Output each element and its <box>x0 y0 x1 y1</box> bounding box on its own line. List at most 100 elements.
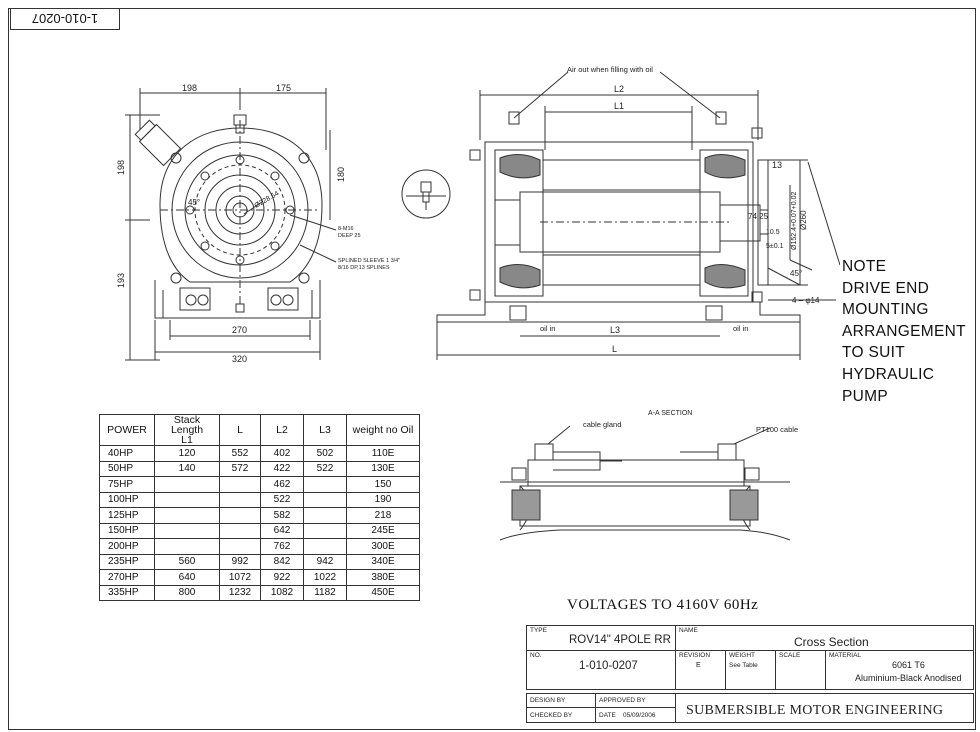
pt100-label: PT100 cable gland <box>756 425 800 434</box>
dim-320: 320 <box>232 354 247 364</box>
table-cell: 552 <box>219 445 261 462</box>
table-cell: 270HP <box>99 569 155 586</box>
table-cell: 1082 <box>260 584 304 601</box>
note-bolts: 8-M16 <box>338 226 354 232</box>
air-label: Air out when filling with oil <box>567 65 653 74</box>
note-line: MOUNTING <box>842 301 929 319</box>
table-cell: 642 <box>260 522 304 539</box>
type-cell: TYPE ROV14" 4POLE RR <box>526 625 676 651</box>
material-cell: MATERIAL 6061 T6 Aluminium-Black Anodise… <box>825 650 974 690</box>
title-block: TYPE ROV14" 4POLE RR NAME Cross Section … <box>526 625 974 723</box>
table-cell: 522 <box>303 460 347 477</box>
table-cell: 235HP <box>99 553 155 570</box>
no-cell: NO. 1-010-0207 <box>526 650 676 690</box>
table-cell: 50HP <box>99 460 155 477</box>
table-cell: 922 <box>260 569 304 586</box>
note-line: DRIVE END <box>842 279 930 297</box>
oil-in-right: oil in <box>733 324 748 333</box>
dim-175-top: 175 <box>276 83 291 93</box>
table-cell <box>154 491 220 508</box>
table-cell <box>303 538 347 555</box>
table-cell: 75HP <box>99 476 155 493</box>
note-spline: 8/16 DP,13 SPLINES <box>338 265 390 271</box>
dim-L: L <box>612 344 617 354</box>
table-cell: 582 <box>260 507 304 524</box>
drive-end-note: NOTE DRIVE END MOUNTING ARRANGEMENT TO S… <box>842 256 966 407</box>
table-cell: 300E <box>346 538 420 555</box>
approved-cell: APPROVED BY <box>595 693 676 708</box>
table-cell <box>219 507 261 524</box>
note-sleeve: SPLINED SLEEVE 1 3/4" <box>338 258 400 264</box>
table-cell: 40HP <box>99 445 155 462</box>
dim-L3: L3 <box>610 325 620 335</box>
voltages-note: VOLTAGES TO 4160V 60Hz <box>567 597 759 613</box>
table-cell <box>303 522 347 539</box>
table-cell: 380E <box>346 569 420 586</box>
header-L2: L2 <box>260 414 304 446</box>
table-row: 75HP 462 150 <box>99 476 420 493</box>
table-cell: 150 <box>346 476 420 493</box>
table-cell: 522 <box>260 491 304 508</box>
table-cell <box>303 491 347 508</box>
table-cell: 640 <box>154 569 220 586</box>
table-cell: 100HP <box>99 491 155 508</box>
table-cell <box>219 538 261 555</box>
table-cell <box>154 538 220 555</box>
table-cell: 335HP <box>99 584 155 601</box>
header-L: L <box>219 414 261 446</box>
scale-cell: SCALE <box>775 650 826 690</box>
table-cell: 125HP <box>99 507 155 524</box>
dim-198-top: 198 <box>182 83 197 93</box>
table-cell: 462 <box>260 476 304 493</box>
detail-view <box>401 169 451 219</box>
table-cell: 800 <box>154 584 220 601</box>
note-line: HYDRAULIC <box>842 365 935 383</box>
table-cell: 422 <box>260 460 304 477</box>
type-value: ROV14" 4POLE RR <box>569 634 671 646</box>
weight-cell: WEIGHT See Table <box>725 650 776 690</box>
checked-cell: CHECKED BY <box>526 707 596 723</box>
table-cell <box>219 491 261 508</box>
dim-13: 13 <box>772 160 782 170</box>
dim-5: 5±0.1 <box>766 243 784 250</box>
dim-198-left: 198 <box>116 160 126 175</box>
table-cell: 1072 <box>219 569 261 586</box>
date-cell: DATE 05/09/2006 <box>595 707 676 723</box>
table-cell: 1182 <box>303 584 347 601</box>
header-L3: L3 <box>303 414 347 446</box>
section-view: A-A SECTION cable gland PT100 cable glan… <box>499 410 800 541</box>
table-cell: 218 <box>346 507 420 524</box>
note-line: ARRANGEMENT <box>842 322 966 340</box>
material-value-1: 6061 T6 <box>892 660 925 670</box>
drawing-sheet <box>8 8 976 730</box>
table-row: 125HP 582 218 <box>99 507 420 524</box>
dim-holes: 4 – φ14 <box>792 296 820 305</box>
side-view: Air out when filling with oil L2 L1 L3 L… <box>436 65 840 360</box>
note-line: TO SUIT <box>842 344 905 362</box>
name-cell: NAME Cross Section <box>675 625 974 651</box>
table-cell <box>154 476 220 493</box>
dim-10-5: 10.5 <box>766 229 780 236</box>
table-cell: 1232 <box>219 584 261 601</box>
table-cell: 150HP <box>99 522 155 539</box>
weight-value: See Table <box>729 662 758 669</box>
company-cell: SUBMERSIBLE MOTOR ENGINEERING <box>675 693 974 723</box>
section-title: A-A SECTION <box>648 410 692 417</box>
cable-gland-label: cable gland <box>583 420 621 429</box>
front-view: 198 175 198 193 180 270 320 45° Ø228.54 … <box>116 83 400 364</box>
table-cell: 190 <box>346 491 420 508</box>
dim-74: 74.25 <box>748 212 769 221</box>
table-cell: 502 <box>303 445 347 462</box>
drawing-number: 1-010-0207 <box>579 660 638 672</box>
dim-45: 45° <box>790 269 802 278</box>
oil-in-left: oil in <box>540 324 555 333</box>
